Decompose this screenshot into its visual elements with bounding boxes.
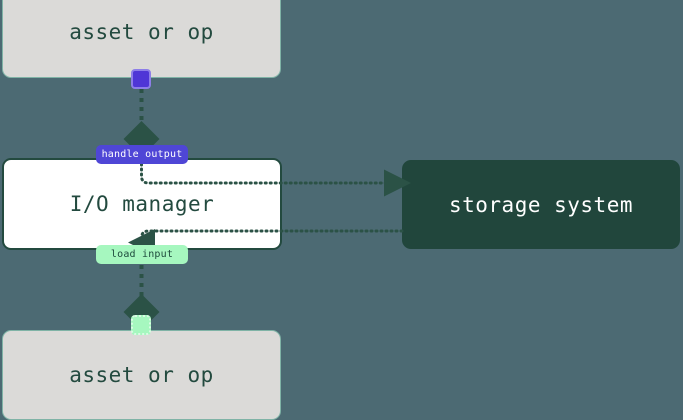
node-io-manager[interactable]: I/O manager	[2, 158, 282, 250]
edge-label-handle-output[interactable]: handle output	[96, 145, 188, 164]
edge-label-load-input[interactable]: load input	[96, 245, 188, 264]
edge-label-text: load input	[110, 249, 174, 260]
node-label: asset or op	[69, 20, 214, 44]
node-asset-or-op-bottom[interactable]: asset or op	[2, 330, 281, 420]
node-label: I/O manager	[69, 192, 215, 216]
node-label: storage system	[448, 192, 633, 217]
node-storage-system[interactable]: storage system	[402, 160, 680, 249]
output-port-handle[interactable]	[131, 69, 151, 89]
node-asset-or-op-top[interactable]: asset or op	[2, 0, 281, 78]
input-port-handle[interactable]	[131, 315, 151, 335]
node-label: asset or op	[69, 363, 214, 387]
edge-label-text: handle output	[101, 149, 183, 160]
